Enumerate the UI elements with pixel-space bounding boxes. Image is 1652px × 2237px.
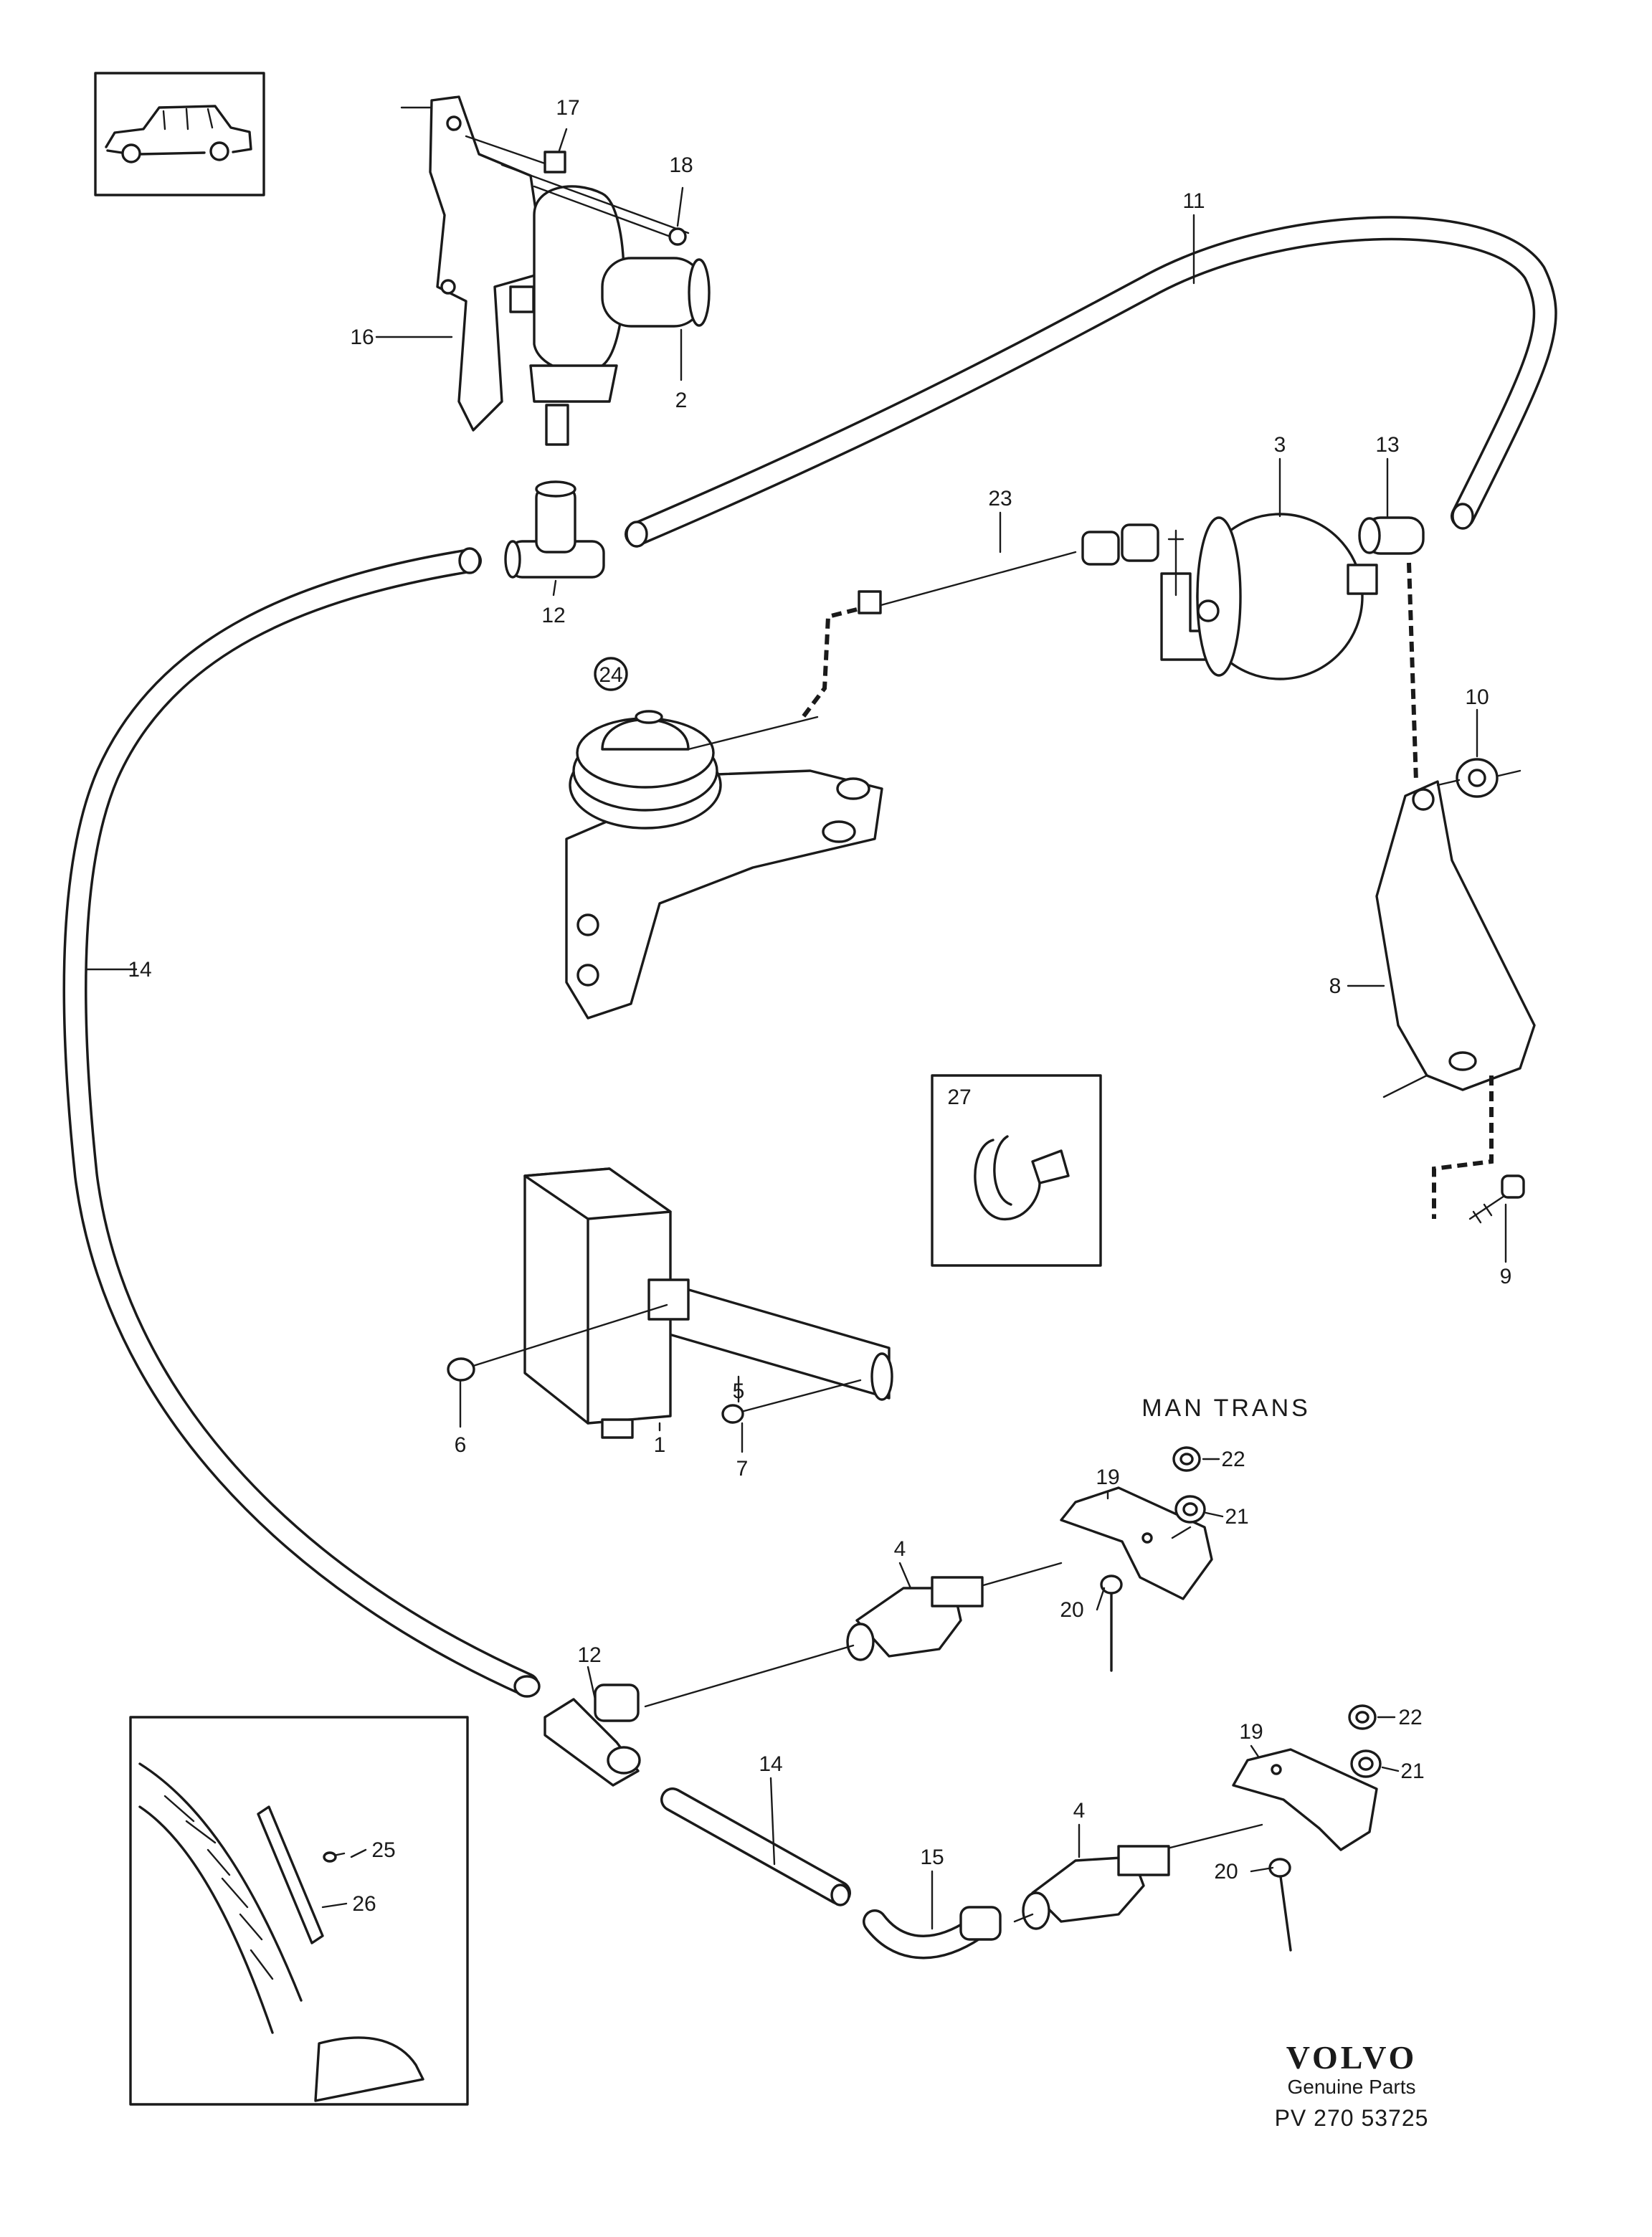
solenoid-valve-2	[400, 95, 711, 446]
callout-4-upper: 4	[894, 1537, 906, 1561]
callout-18: 18	[669, 153, 693, 177]
clamp-27-inset	[931, 1074, 1102, 1267]
callout-26: 26	[352, 1892, 376, 1916]
vacuum-hose-11	[625, 216, 1557, 548]
throttle-actuator-24	[565, 710, 883, 1020]
t-connector-12-top	[504, 480, 605, 579]
callout-8: 8	[1329, 974, 1342, 998]
callout-27: 27	[947, 1086, 971, 1109]
callout-5: 5	[733, 1379, 745, 1403]
switch-4-upper	[644, 1562, 1063, 1708]
callout-9: 9	[1500, 1265, 1512, 1288]
clamp-icon	[974, 1135, 1070, 1221]
car-silhouette-inset	[94, 72, 265, 196]
callout-6: 6	[455, 1433, 467, 1457]
part-number: PV 270 53725	[1275, 2105, 1429, 2131]
bracket-19-upper	[1060, 1486, 1213, 1600]
callout-25: 25	[371, 1838, 395, 1862]
bolt-18	[533, 185, 687, 246]
control-module-1	[523, 1167, 893, 1439]
screw-7	[721, 1379, 862, 1424]
callout-20-upper: 20	[1060, 1598, 1083, 1622]
switch-4-lower	[1013, 1823, 1263, 1930]
vacuum-hose-14-lower	[660, 1787, 851, 1906]
car-silhouette-icon	[105, 105, 252, 163]
section-heading-man-trans: MAN TRANS	[1141, 1395, 1311, 1422]
t-connector-12-lower	[543, 1683, 641, 1787]
callout-17: 17	[556, 96, 579, 120]
pin-20-upper	[1100, 1575, 1123, 1672]
callout-14-left: 14	[128, 958, 151, 982]
callout-11: 11	[1182, 189, 1205, 213]
callout-19-lower: 19	[1239, 1720, 1263, 1744]
callout-14-lower: 14	[759, 1752, 782, 1776]
nut-10	[1436, 758, 1522, 798]
brand-footer: VOLVO Genuine Parts PV 270 53725	[1275, 2039, 1429, 2131]
screw-9	[1468, 1174, 1525, 1224]
callout-3: 3	[1274, 433, 1286, 457]
callout-19-upper: 19	[1096, 1466, 1119, 1489]
callout-1: 1	[654, 1433, 666, 1457]
callout-21-upper: 21	[1225, 1505, 1248, 1529]
bracket-19-lower	[1232, 1748, 1378, 1851]
elbow-15	[863, 1906, 1002, 1960]
cable-23	[801, 523, 1418, 782]
callout-13: 13	[1375, 433, 1399, 457]
bracket-8	[1375, 780, 1536, 1219]
vacuum-actuator-3	[1160, 513, 1378, 680]
callout-12-top: 12	[541, 604, 565, 627]
brand-subtitle: Genuine Parts	[1288, 2076, 1416, 2098]
callout-12-lower: 12	[577, 1643, 601, 1667]
callout-15: 15	[920, 1846, 944, 1869]
pedal-inset	[129, 1716, 469, 2106]
screw-6	[447, 1303, 668, 1382]
callout-24: 24	[599, 663, 622, 687]
callout-16: 16	[350, 326, 374, 349]
callout-22-lower: 22	[1398, 1706, 1422, 1729]
callout-20-lower: 20	[1214, 1860, 1238, 1884]
washer-22-upper	[1172, 1446, 1201, 1472]
callout-2: 2	[675, 389, 688, 412]
washer-22-lower	[1348, 1704, 1377, 1730]
callout-24-ring	[594, 657, 628, 691]
brand-logo-volvo: VOLVO	[1286, 2039, 1418, 2076]
pin-20-lower	[1268, 1858, 1292, 1952]
callout-22-upper: 22	[1221, 1448, 1245, 1471]
leader-lines	[85, 128, 1507, 1930]
callout-7: 7	[736, 1457, 749, 1481]
bolt-17	[465, 135, 566, 174]
callout-10: 10	[1465, 685, 1489, 709]
callout-labels: 17 18 16 2 11 3 13 23 12 24 10 14 8 27 9…	[128, 96, 1511, 1916]
callout-23: 23	[988, 487, 1012, 510]
callout-21-lower: 21	[1400, 1759, 1424, 1783]
callout-4-lower: 4	[1073, 1799, 1086, 1823]
nipple-13	[1358, 516, 1425, 555]
vacuum-hose-14-left	[62, 547, 541, 1698]
grommet-21-upper	[1174, 1495, 1206, 1524]
grommet-21-lower	[1350, 1749, 1382, 1778]
